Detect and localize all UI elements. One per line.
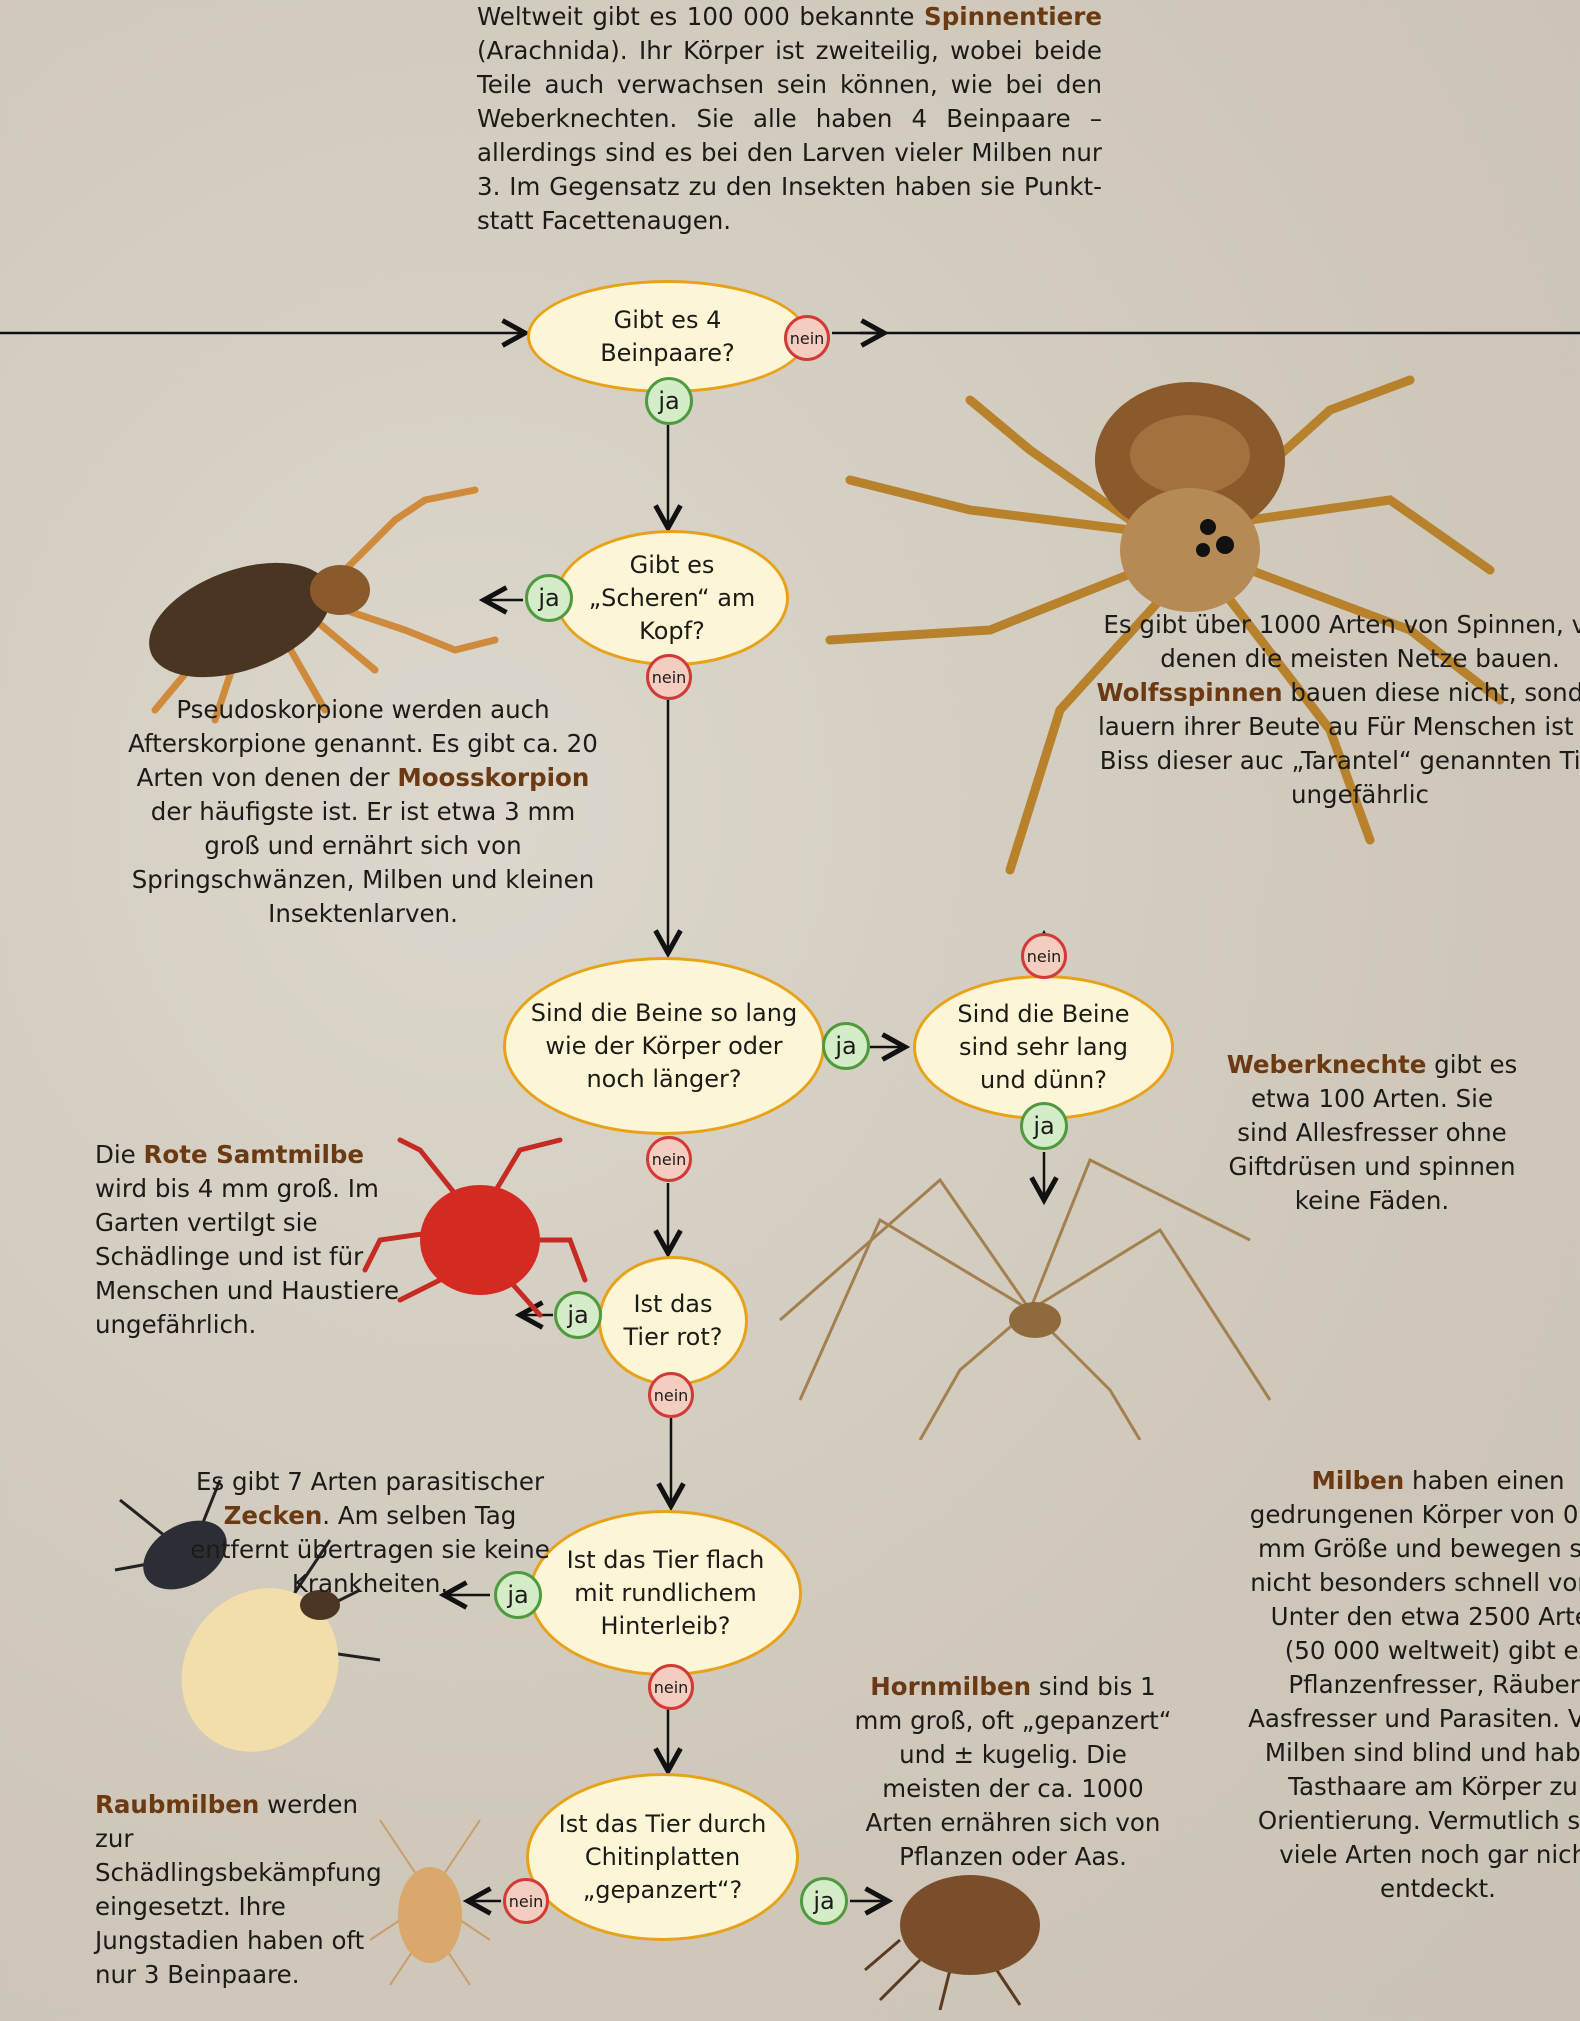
yes-badge-q5: ja (554, 1291, 602, 1339)
no-badge-q1: nein (784, 315, 830, 361)
predatory-mite-illustration (370, 1800, 490, 1990)
question-2: Gibt es „Scheren“ am Kopf? (555, 530, 789, 666)
tick-text: Es gibt 7 Arten parasitischer Zecken. Am… (180, 1465, 560, 1601)
harvestman-text: Weberknechte gibt es etwa 100 Arten. Sie… (1222, 1048, 1522, 1218)
predatory-mite-text: Raubmilben werden zur Schädlingsbekämpfu… (95, 1788, 365, 1992)
oribatid-mite-text: Hornmilben sind bis 1 mm groß, oft „gepa… (848, 1670, 1178, 1874)
no-badge-q2: nein (646, 654, 692, 700)
question-3: Sind die Beine so lang wie der Körper od… (503, 957, 825, 1135)
mites-text: Milben haben einen gedrungenen Körper vo… (1248, 1464, 1580, 1906)
no-badge-q5: nein (648, 1372, 694, 1418)
intro-highlight: Spinnentiere (924, 2, 1102, 31)
yes-badge-q4: ja (1020, 1102, 1068, 1150)
no-badge-q3: nein (646, 1136, 692, 1182)
velvet-mite-text: Die Rote Samtmilbe wird bis 4 mm groß. I… (95, 1138, 415, 1342)
pseudoscorpion-text: Pseudoskorpione werden auch Afterskorpio… (128, 693, 598, 931)
yes-badge-q7: ja (800, 1877, 848, 1925)
no-badge-q4: nein (1021, 933, 1067, 979)
question-6: Ist das Tier flach mit rundlichem Hinter… (529, 1510, 802, 1676)
no-badge-q6: nein (648, 1664, 694, 1710)
wolf-spider-text: Es gibt über 1000 Arten von Spinnen, von… (1080, 608, 1580, 812)
yes-badge-q1: ja (645, 377, 693, 425)
question-7: Ist das Tier durch Chitinplatten „gepanz… (526, 1773, 799, 1941)
no-badge-q7: nein (503, 1878, 549, 1924)
oribatid-mite-illustration (860, 1860, 1050, 2010)
yes-badge-q2: ja (525, 574, 573, 622)
question-4: Sind die Beine sind sehr lang und dünn? (913, 975, 1174, 1120)
question-5: Ist das Tier rot? (598, 1256, 748, 1386)
harvestman-illustration (760, 1140, 1280, 1440)
intro-text: Weltweit gibt es 100 000 bekannte Spinne… (477, 0, 1102, 238)
yes-badge-q3: ja (822, 1022, 870, 1070)
